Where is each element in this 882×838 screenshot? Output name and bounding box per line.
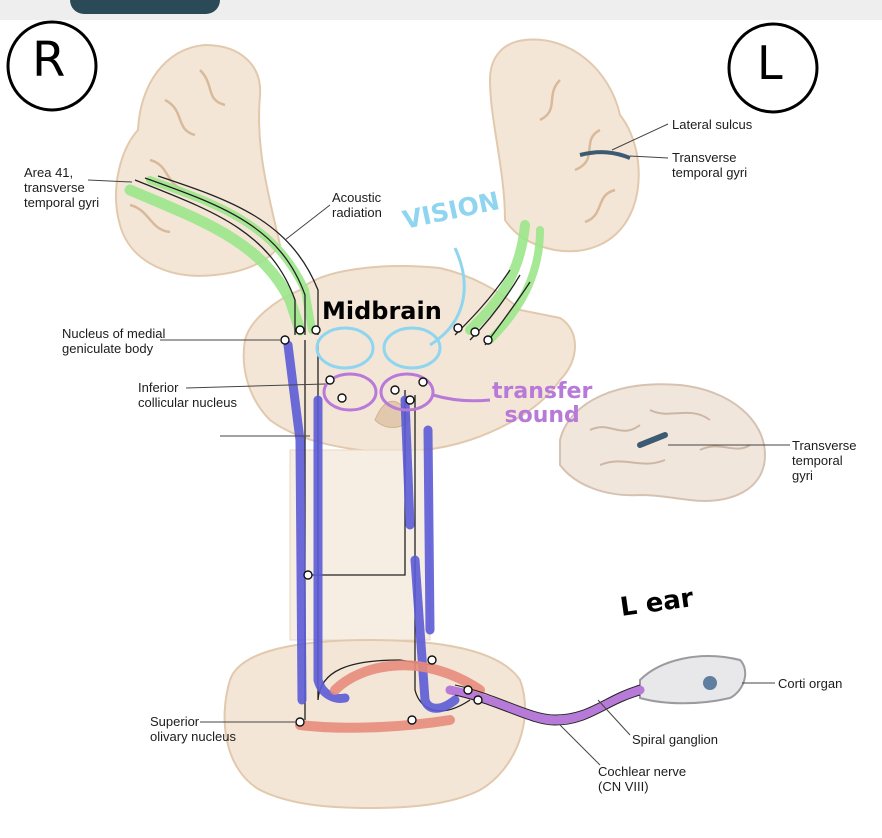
handwritten-right-marker: R [32,32,66,88]
handwritten-midbrain: Midbrain [322,297,442,325]
corti-organ-cells [703,676,717,690]
blue-tract-left-a [400,395,415,530]
handwritten-left-marker: L [757,36,783,90]
blue-tract-left-c [410,555,460,713]
leader-lines [87,123,790,766]
label-superior-olivary: Superior olivary nucleus [150,714,236,744]
label-corti-organ: Corti organ [778,676,843,691]
blue-tract-left-b [423,425,435,635]
cochlear-nerve-fibers [454,684,641,726]
blue-tract-right-a [283,340,307,705]
right-side-circle [6,20,98,112]
right-hemisphere-gyri [129,69,226,234]
label-area41: Area 41, transverse temporal gyri [24,165,100,210]
sound-circle-right [322,372,378,412]
vision-pointer [429,247,466,347]
vision-circle-right [315,326,375,370]
label-transverse-temporal-gyri-top: Transverse temporal gyri [672,150,748,180]
sound-circle-left [379,372,435,412]
label-cochlear-nerve: Cochlear nerve (CN VIII) [598,764,687,794]
green-tract-right [124,184,306,336]
label-inferior-collicular: Inferior collicular nucleus [138,380,237,410]
lateral-sulcus-mark [579,150,631,160]
label-spiral-ganglion: Spiral ganglion [632,732,719,747]
label-transverse-temporal-gyri-brain: Transverse temporal gyri [792,438,857,483]
green-tract-left [465,220,530,335]
cochlear-nerve [445,685,645,725]
top-banner [0,0,882,20]
left-hemisphere-gyri [539,79,616,224]
vision-circle-left [382,326,442,370]
blue-tract-right-b [313,395,350,703]
lateral-brain-transverse-gyri-mark [637,432,668,448]
label-acoustic-radiation: Acoustic radiation [332,190,382,220]
handwritten-transfer-sound: transfer sound [492,379,593,428]
banner-accent [70,0,220,14]
sound-pointer [432,393,491,403]
left-side-circle [727,22,819,114]
radiation-fibers-right [134,175,319,335]
green-tract-left-b [486,226,544,344]
red-tract-lower [295,715,455,733]
lateral-brain-gyri [589,409,751,466]
cochlea-corti-organ [639,655,747,705]
label-nucleus-medial-geniculate: Nucleus of medial geniculate body [62,326,166,356]
label-lateral-sulcus: Lateral sulcus [672,117,753,132]
nuclei-dots [280,323,493,727]
left-hemisphere-section [488,38,640,253]
red-tract-upper [330,660,485,695]
lateral-brain [559,383,767,502]
